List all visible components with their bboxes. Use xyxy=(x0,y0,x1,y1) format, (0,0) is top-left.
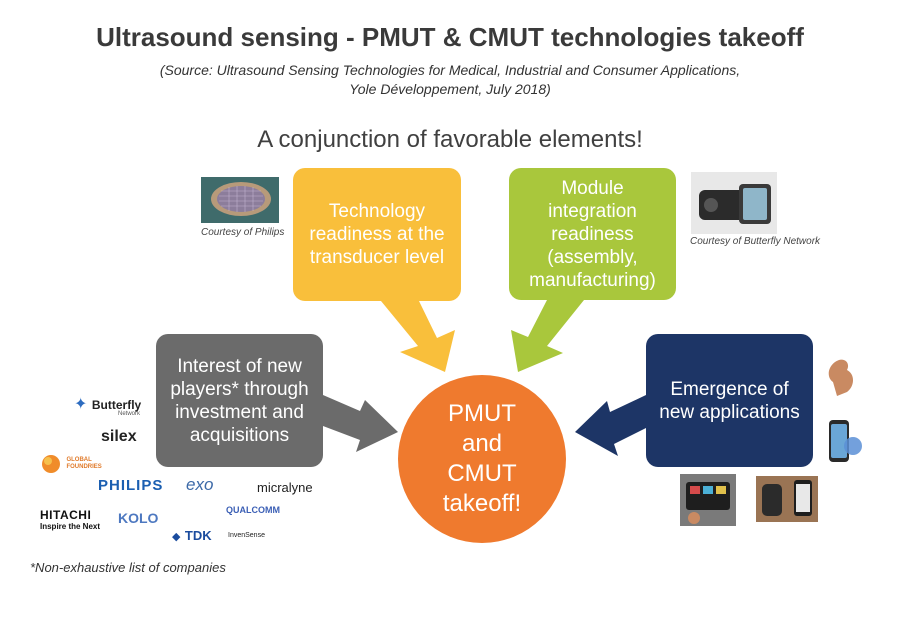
philips-wafer-image xyxy=(201,177,279,223)
box-module-line: manufacturing) xyxy=(529,269,656,291)
box-technology-readiness: Technology readiness at the transducer l… xyxy=(293,168,461,301)
logo-globalfoundries-line2: FOUNDRIES xyxy=(66,464,102,470)
box-technology-line: transducer level xyxy=(309,247,445,268)
page-title: Ultrasound sensing - PMUT & CMUT technol… xyxy=(96,22,804,52)
center-line: CMUT xyxy=(447,460,517,487)
center-line: PMUT xyxy=(448,400,516,427)
center-line: takeoff! xyxy=(442,490,522,517)
logo-kolo: KOLO xyxy=(118,510,159,526)
hand-gesture-image xyxy=(828,359,853,396)
logo-butterfly-text: Butterfly xyxy=(91,398,142,412)
logo-butterfly-sub: Network xyxy=(118,411,141,417)
smartphone-fingerprint-image xyxy=(829,420,862,462)
arrow-module xyxy=(511,300,584,372)
logo-philips: PHILIPS xyxy=(98,477,164,494)
tdk-icon: ◆ xyxy=(172,531,181,543)
arrow-technology xyxy=(381,301,455,372)
logo-silex: silex xyxy=(101,428,137,445)
logo-qualcomm: QUALCOMM xyxy=(226,505,280,515)
logo-tdk-text: TDK xyxy=(184,528,212,543)
box-apps-line: new applications xyxy=(659,401,800,423)
box-new-players: Interest of new players* through investm… xyxy=(156,334,323,467)
diagram-subtitle: A conjunction of favorable elements! xyxy=(257,126,643,153)
logo-tdk: ◆ TDK xyxy=(172,527,212,545)
box-players-line: Interest of new xyxy=(177,355,302,377)
courtesy-butterfly: Courtesy of Butterfly Network xyxy=(690,236,821,247)
box-apps-line: Emergence of xyxy=(670,378,789,400)
handheld-probe-image xyxy=(756,476,818,522)
source-line-2: Yole Développement, July 2018) xyxy=(349,81,551,97)
logo-globalfoundries-line1: GLOBAL xyxy=(66,457,92,463)
arrow-applications xyxy=(575,395,646,456)
source-line-1: (Source: Ultrasound Sensing Technologies… xyxy=(159,62,741,78)
logo-globalfoundries: GLOBAL FOUNDRIES xyxy=(40,454,102,474)
center-line: and xyxy=(461,430,503,457)
center-takeoff-circle: PMUT and CMUT takeoff! xyxy=(398,375,566,543)
car-dashboard-image xyxy=(680,474,736,526)
logo-hitachi-tagline: Inspire the Next xyxy=(40,522,101,531)
logo-hitachi-text: HITACHI xyxy=(40,508,92,522)
butterfly-device-image xyxy=(691,172,777,234)
logo-butterfly: ✦ Butterfly Network xyxy=(74,394,141,417)
box-players-line: investment and xyxy=(175,401,304,423)
courtesy-philips: Courtesy of Philips xyxy=(201,227,285,238)
box-module-line: (assembly, xyxy=(547,246,638,268)
box-module-line: integration xyxy=(548,200,637,222)
box-new-applications: Emergence of new applications xyxy=(646,334,813,467)
logo-hitachi: HITACHI Inspire the Next xyxy=(40,508,100,531)
logo-micralyne: micralyne xyxy=(257,480,313,495)
box-technology-line: readiness at the xyxy=(309,224,445,245)
box-module-line: readiness xyxy=(551,223,634,245)
footnote: *Non-exhaustive list of companies xyxy=(30,560,226,575)
logo-invensense: InvenSense xyxy=(228,532,265,539)
box-module-line: Module xyxy=(561,177,624,199)
box-technology-line: Technology xyxy=(328,201,426,222)
arrow-players xyxy=(323,395,398,452)
butterfly-icon: ✦ xyxy=(74,396,88,413)
box-players-line: acquisitions xyxy=(189,424,290,446)
box-module-integration: Module integration readiness (assembly, … xyxy=(509,168,676,300)
logo-exo: exo xyxy=(186,475,214,494)
globe-icon xyxy=(42,455,60,473)
box-players-line: players* through xyxy=(170,378,309,400)
